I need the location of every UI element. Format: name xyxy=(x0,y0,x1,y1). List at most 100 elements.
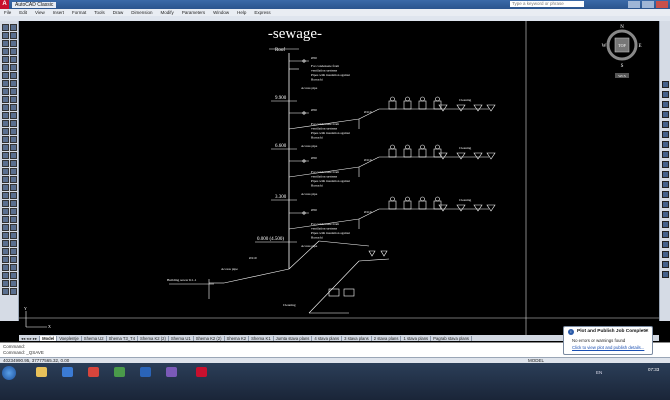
draw-tool-icon[interactable] xyxy=(2,272,9,279)
draw-tool-icon[interactable] xyxy=(10,176,17,183)
layout-tab[interactable]: Shema K1 xyxy=(249,335,274,341)
viewcube[interactable] xyxy=(606,29,638,61)
draw-tool-icon[interactable] xyxy=(2,104,9,111)
layout-tab[interactable]: Jumta stava plans xyxy=(274,335,313,341)
search-input[interactable]: Type a keyword or phrase xyxy=(510,1,584,7)
layout-tab[interactable]: 2 stava plans xyxy=(372,335,402,341)
draw-tool-icon[interactable] xyxy=(2,40,9,47)
draw-tool-icon[interactable] xyxy=(2,176,9,183)
draw-tool-icon[interactable] xyxy=(10,232,17,239)
layout-tab[interactable]: Voeplentje xyxy=(57,335,82,341)
workspace-selector[interactable]: AutoCAD Classic xyxy=(12,1,57,8)
app-icon[interactable] xyxy=(166,367,177,377)
draw-tool-icon[interactable] xyxy=(10,264,17,271)
start-button[interactable] xyxy=(2,366,16,380)
draw-tool-icon[interactable] xyxy=(2,264,9,271)
menu-item[interactable]: Format xyxy=(71,10,87,15)
draw-tool-icon[interactable] xyxy=(10,64,17,71)
viewcube-top-face[interactable]: TOP xyxy=(618,43,626,48)
draw-tool-icon[interactable] xyxy=(2,256,9,263)
menu-item[interactable]: Window xyxy=(213,10,230,15)
draw-tool-icon[interactable] xyxy=(2,120,9,127)
layout-tab[interactable]: 4 stava plans xyxy=(312,335,343,341)
draw-tool-icon[interactable] xyxy=(2,136,9,143)
draw-tool-icon[interactable] xyxy=(10,256,17,263)
modify-tool-icon[interactable] xyxy=(662,121,669,128)
compass-east[interactable]: E xyxy=(638,44,641,49)
layout-tab[interactable]: 3 stava plans xyxy=(342,335,372,341)
menu-item[interactable]: Help xyxy=(237,10,247,15)
modify-tool-icon[interactable] xyxy=(662,161,669,168)
compass-north[interactable]: N xyxy=(620,25,624,30)
layout-tab[interactable]: Shema K2 (2) xyxy=(194,335,225,341)
draw-tool-icon[interactable] xyxy=(2,56,9,63)
layout-tab[interactable]: Shema K2 (2) xyxy=(138,335,169,341)
draw-tool-icon[interactable] xyxy=(2,200,9,207)
draw-tool-icon[interactable] xyxy=(10,240,17,247)
draw-tool-icon[interactable] xyxy=(10,248,17,255)
menu-item[interactable]: Tools xyxy=(94,10,105,15)
layout-tab[interactable]: Pagrab stava plans xyxy=(431,335,473,341)
modify-tool-icon[interactable] xyxy=(662,211,669,218)
menu-item[interactable]: Edit xyxy=(19,10,28,15)
explorer-icon[interactable] xyxy=(36,367,47,377)
draw-tool-icon[interactable] xyxy=(2,168,9,175)
drawing-canvas[interactable]: -sewage- Roof 9.900 6.600 3.300 0.000 (4… xyxy=(19,21,659,335)
close-button[interactable] xyxy=(656,1,668,8)
draw-tool-icon[interactable] xyxy=(10,136,17,143)
browser-icon[interactable] xyxy=(62,367,73,377)
draw-tool-icon[interactable] xyxy=(10,168,17,175)
draw-tool-icon[interactable] xyxy=(10,104,17,111)
tab-navigation-arrows[interactable]: ◂◂ ◂ ▸ ▸▸ xyxy=(19,335,41,341)
autocad-taskbar-icon[interactable] xyxy=(196,367,207,377)
modify-tool-icon[interactable] xyxy=(662,111,669,118)
draw-tool-icon[interactable] xyxy=(10,200,17,207)
close-icon[interactable]: ✕ xyxy=(644,328,649,334)
compass-west[interactable]: W xyxy=(602,44,607,49)
draw-tool-icon[interactable] xyxy=(10,280,17,287)
modify-tool-icon[interactable] xyxy=(662,201,669,208)
compass-south[interactable]: S xyxy=(621,64,624,69)
draw-tool-icon[interactable] xyxy=(10,216,17,223)
draw-tool-icon[interactable] xyxy=(2,144,9,151)
draw-tool-icon[interactable] xyxy=(10,96,17,103)
draw-tool-icon[interactable] xyxy=(10,160,17,167)
menu-item[interactable]: Dimension xyxy=(131,10,153,15)
modify-tool-icon[interactable] xyxy=(662,251,669,258)
app-icon[interactable] xyxy=(114,367,125,377)
autocad-logo-icon[interactable]: A xyxy=(0,0,9,9)
layout-tab[interactable]: Shema K2 xyxy=(225,335,250,341)
notification-details-link[interactable]: Click to view plot and publish details..… xyxy=(572,345,645,350)
modify-tool-icon[interactable] xyxy=(662,181,669,188)
modify-tool-icon[interactable] xyxy=(662,91,669,98)
draw-tool-icon[interactable] xyxy=(2,288,9,295)
app-icon[interactable] xyxy=(140,367,151,377)
modify-tool-icon[interactable] xyxy=(662,101,669,108)
draw-tool-icon[interactable] xyxy=(2,184,9,191)
modify-tool-icon[interactable] xyxy=(662,151,669,158)
draw-tool-icon[interactable] xyxy=(2,64,9,71)
modify-tool-icon[interactable] xyxy=(662,241,669,248)
draw-tool-icon[interactable] xyxy=(10,224,17,231)
model-space-toggle[interactable]: MODEL xyxy=(528,358,545,363)
draw-tool-icon[interactable] xyxy=(10,56,17,63)
draw-tool-icon[interactable] xyxy=(2,232,9,239)
draw-tool-icon[interactable] xyxy=(10,48,17,55)
modify-tool-icon[interactable] xyxy=(662,231,669,238)
modify-tool-icon[interactable] xyxy=(662,141,669,148)
draw-tool-icon[interactable] xyxy=(10,128,17,135)
draw-tool-icon[interactable] xyxy=(2,216,9,223)
draw-tool-icon[interactable] xyxy=(2,128,9,135)
modify-tool-icon[interactable] xyxy=(662,171,669,178)
modify-tool-icon[interactable] xyxy=(662,131,669,138)
menu-item[interactable]: Insert xyxy=(52,10,64,15)
draw-tool-icon[interactable] xyxy=(10,24,17,31)
layout-tab[interactable]: 1 stava plans xyxy=(401,335,432,341)
layout-tab[interactable]: Shema U1 xyxy=(169,335,194,341)
draw-tool-icon[interactable] xyxy=(2,72,9,79)
draw-tool-icon[interactable] xyxy=(2,160,9,167)
layout-tab[interactable]: Model xyxy=(40,335,58,341)
draw-tool-icon[interactable] xyxy=(2,96,9,103)
draw-tool-icon[interactable] xyxy=(2,112,9,119)
draw-tool-icon[interactable] xyxy=(2,88,9,95)
